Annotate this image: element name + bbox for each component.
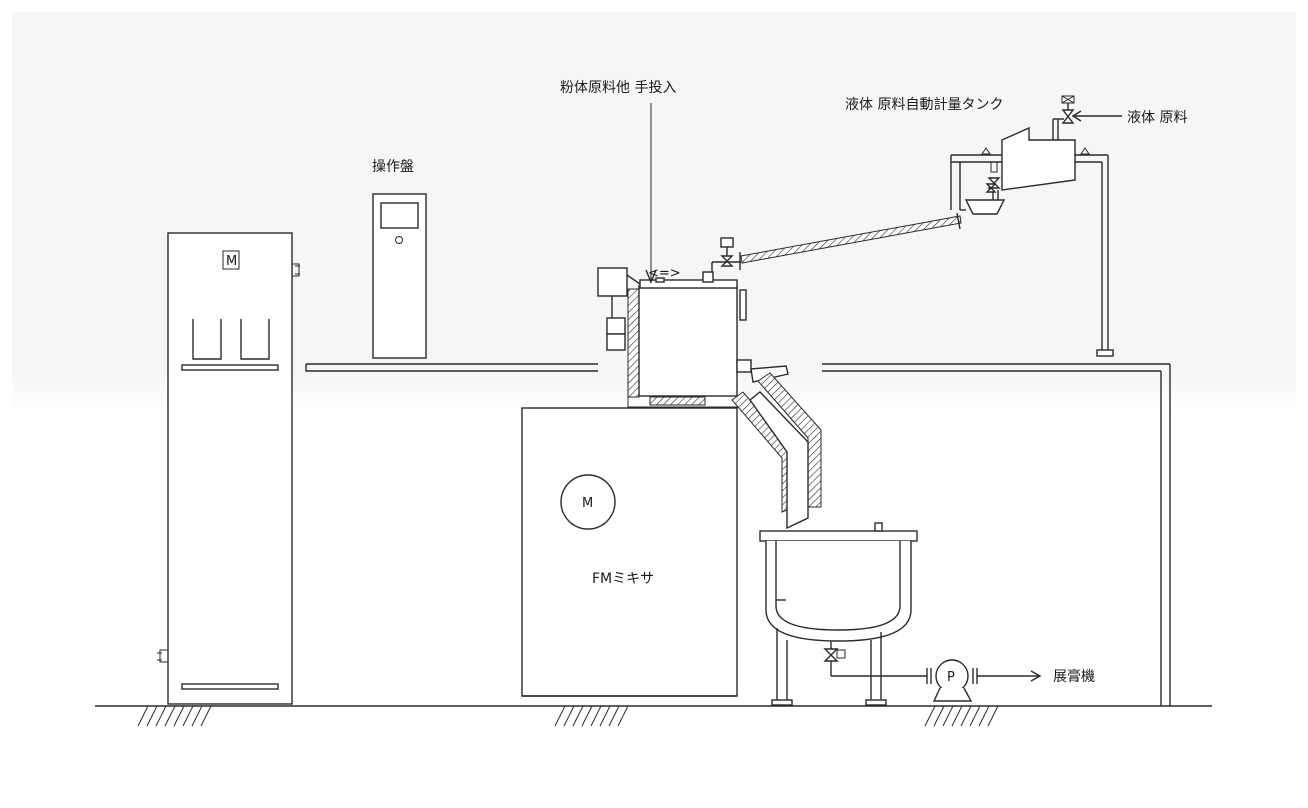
label-powder-input: 粉体原料他 手投入: [560, 80, 676, 96]
motor-cabinet: [157, 232, 300, 705]
svg-text:<=>: <=>: [648, 266, 681, 281]
symbol-motor-mixer: M: [582, 496, 593, 511]
ground-hatch-mixer: [554, 705, 629, 727]
control-panel: [372, 193, 427, 359]
mixer-motor: [560, 474, 616, 530]
powder-input-arrow: [645, 103, 657, 284]
liquid-weighing-tank: [950, 95, 1122, 357]
label-mixer: FMミキサ: [592, 571, 654, 587]
label-spreader: 展膏機: [1053, 668, 1095, 685]
label-control-panel: 操作盤: [372, 159, 414, 175]
ground-hatch-left: [137, 705, 212, 727]
symbol-pump: P: [947, 670, 955, 685]
pump-line: [831, 659, 1042, 702]
platform: [305, 363, 1171, 706]
label-liquid-raw: 液体 原料: [1127, 110, 1187, 126]
liquid-feed-line: [711, 212, 962, 272]
jacketed-kettle: [759, 522, 918, 706]
ground-hatch-pump: [924, 705, 999, 727]
discharge-chute: [731, 372, 822, 530]
floor: [95, 705, 1212, 727]
mixer-tank: <=>: [597, 266, 789, 408]
label-liquid-tank: 液体 原料自動計量タンク: [845, 97, 1003, 113]
mixer-base: [521, 407, 738, 697]
symbol-motor-cabinet: M: [226, 254, 237, 269]
